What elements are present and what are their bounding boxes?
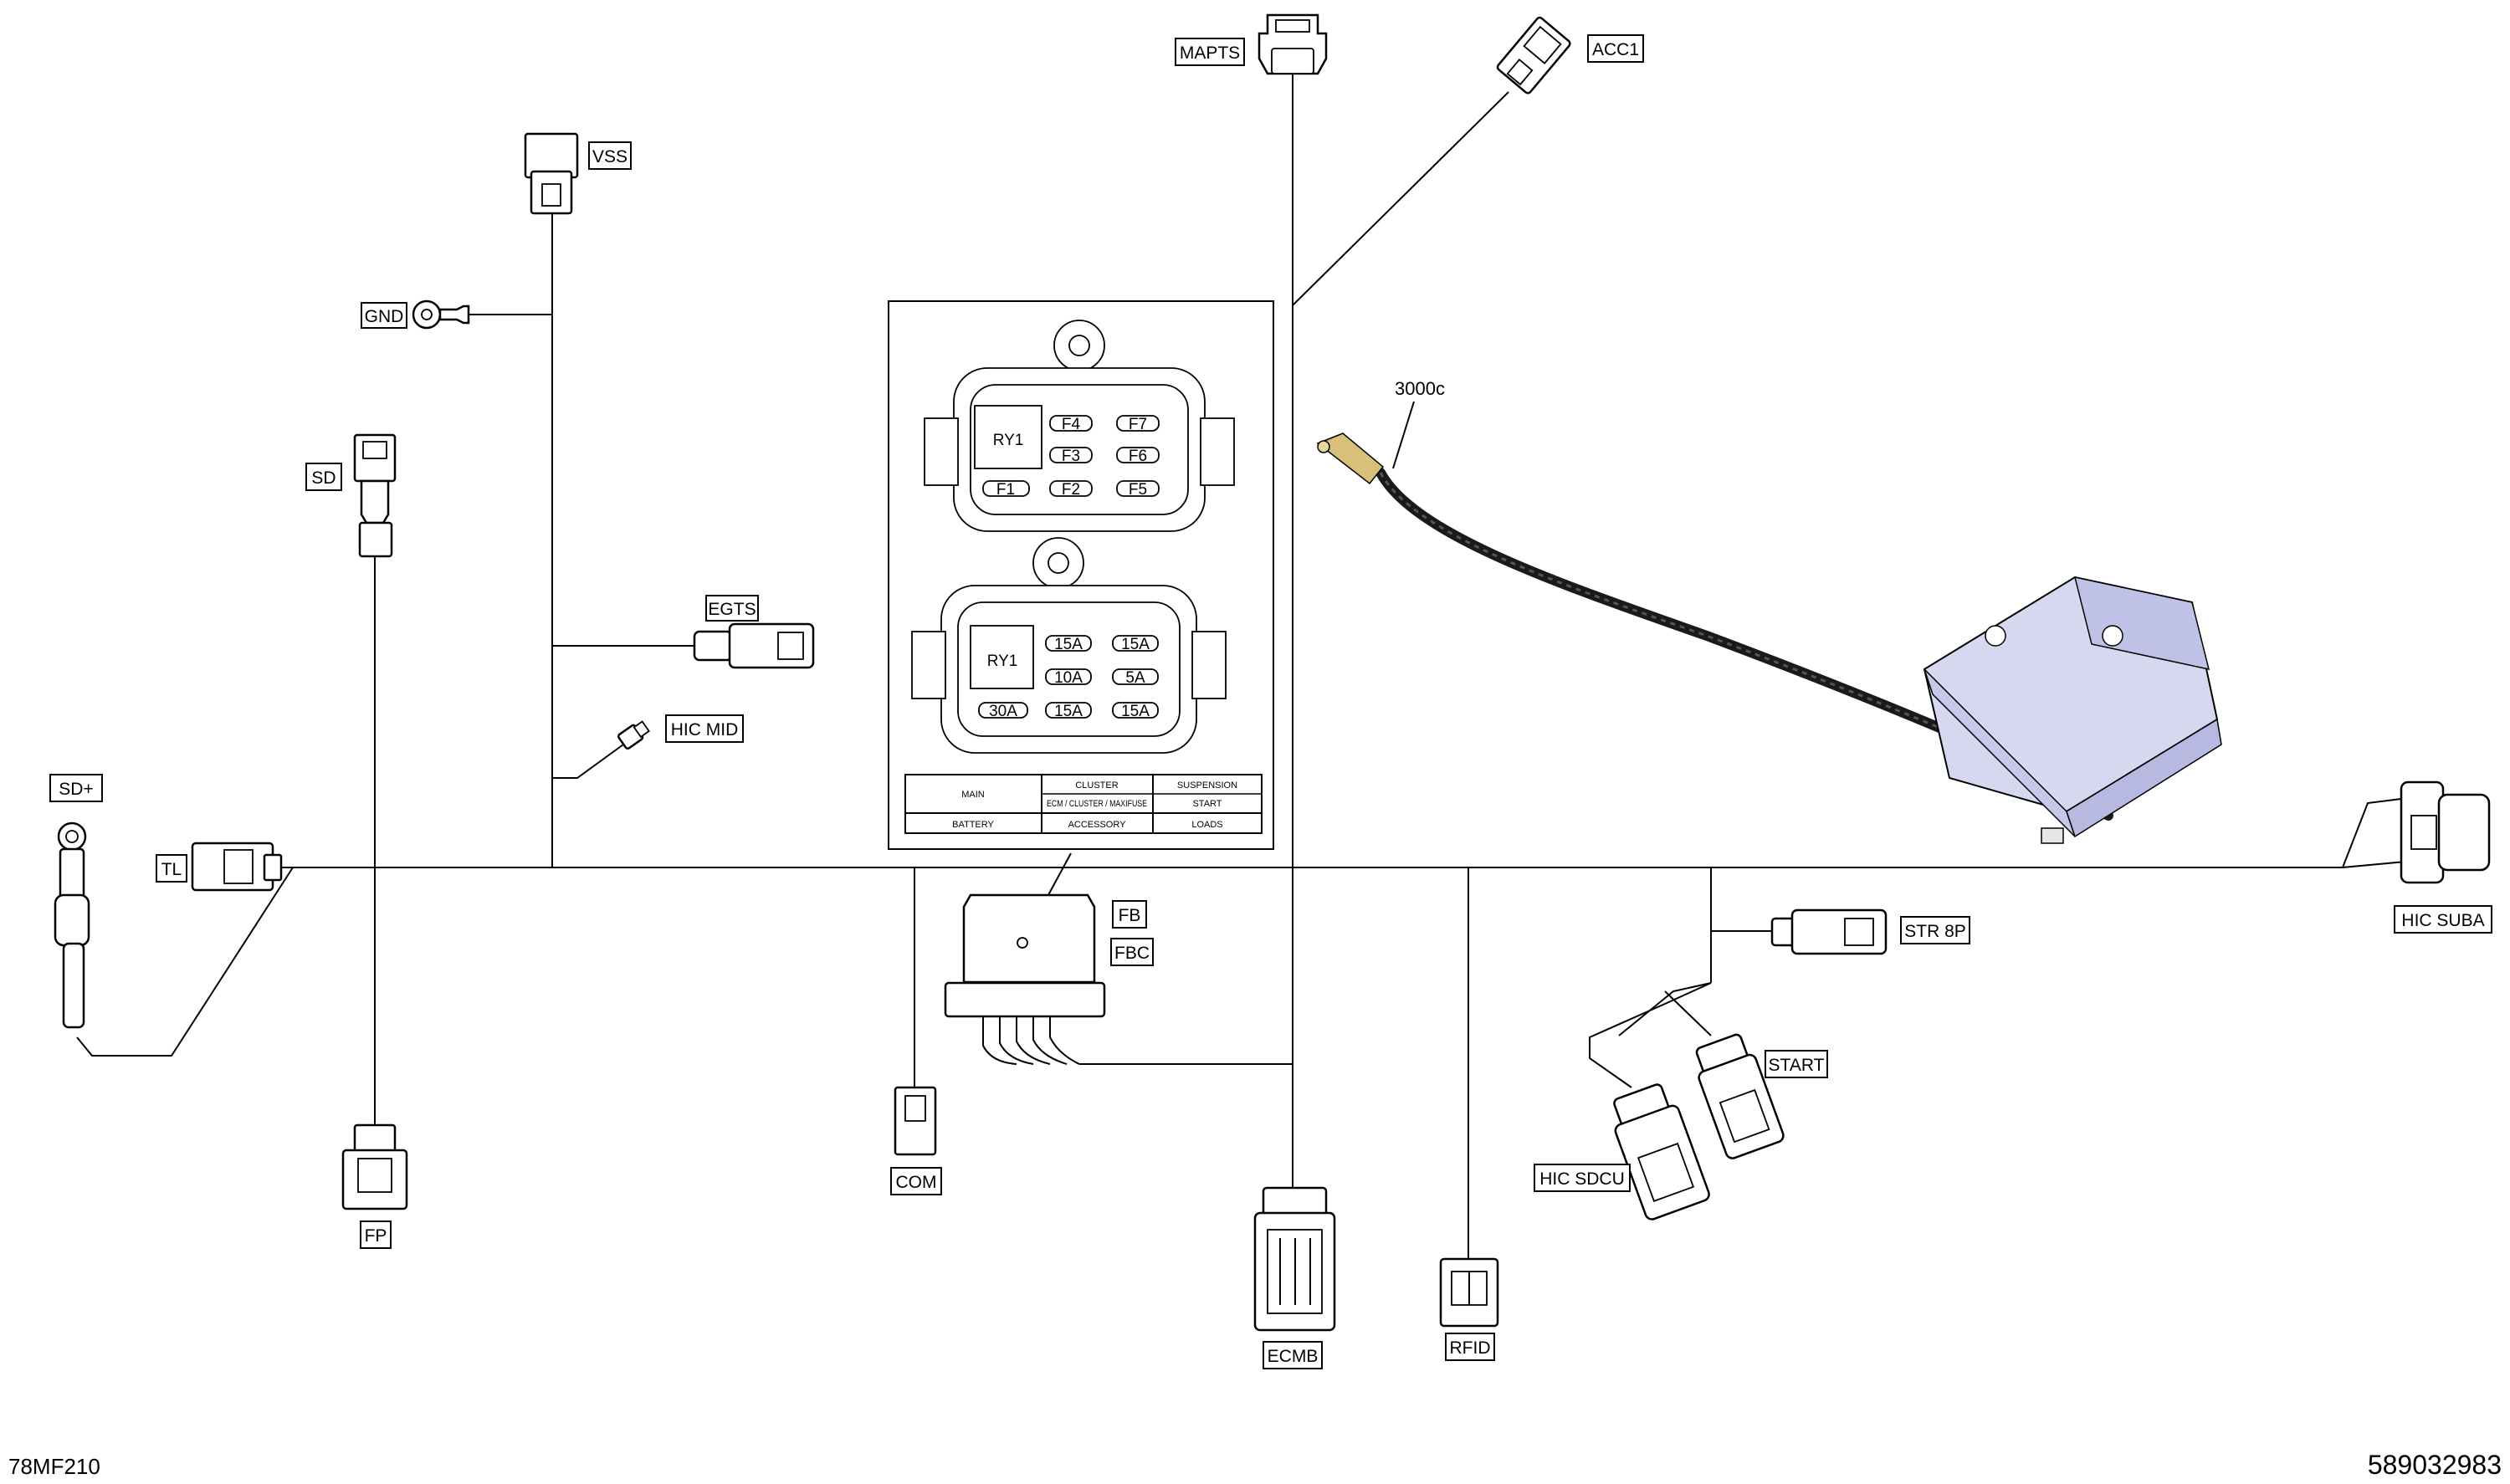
rfid-label: RFID [1450,1338,1491,1358]
start-connector [1695,1033,1785,1159]
fbc-label: FBC [1114,944,1150,963]
acc1-connector [1496,16,1571,95]
fuse-label: F7 [1129,416,1147,433]
ecm-module-assembly [1316,432,2222,844]
str-8p-connector [1770,908,1888,955]
egts-label: EGTS [708,600,756,619]
fuse-panel: RY1 F4 F7 F3 F6 F1 F2 F5 RY1 [888,300,1274,850]
fuse-box-lower: RY1 15A 15A 10A 5A 30A 15A 15A [911,537,1227,754]
fuse-rating: 5A [1125,669,1145,687]
legend-suspension: SUSPENSION [1177,780,1237,791]
hic-mid-connector [617,720,650,750]
legend-battery: BATTERY [952,820,994,830]
fuse-rating: 15A [1054,636,1083,653]
sd-plus-ring-terminal [54,821,90,1029]
legend-start: START [1192,799,1222,809]
egts-connector [693,622,815,669]
ecmb-connector [1253,1186,1336,1332]
mapts-label: MAPTS [1180,43,1240,63]
tl-connector [191,842,283,892]
sd-connector [353,433,397,558]
legend-ecm-cluster: ECM / CLUSTER / MAXIFUSE [1047,799,1147,809]
sd-label: SD [311,468,336,488]
fp-label: FP [365,1226,387,1246]
fuse-label: F1 [996,481,1015,499]
vss-connector [524,132,579,215]
fuse-label: F3 [1062,448,1080,465]
fp-connector [341,1123,408,1210]
mapts-connector [1258,13,1328,88]
fuse-label: F2 [1062,481,1080,499]
fb-label: FB [1119,906,1141,925]
legend-main: MAIN [961,790,985,800]
fuse-label: F4 [1062,416,1081,433]
ecmb-label: ECMB [1268,1347,1319,1366]
fuse-label: F6 [1129,448,1147,465]
legend-cluster: CLUSTER [1075,780,1118,791]
vss-label: VSS [592,147,628,166]
fuse-rating: 15A [1121,703,1150,720]
legend-loads: LOADS [1191,820,1222,830]
gnd-ring-terminal [412,299,470,330]
com-connector [894,1086,937,1156]
drawing-code: 78MF210 [8,1454,100,1479]
sd-plus-label: SD+ [59,780,93,799]
cable-3000c-note: 3000c [1395,378,1445,399]
fuse-rating: 10A [1054,669,1083,687]
str-8p-label: STR 8P [1904,922,1966,941]
lower-relay-label: RY1 [987,652,1018,670]
hic-mid-label: HIC MID [671,720,739,739]
fuse-block-connector [944,893,1106,1065]
fuse-rating: 30A [989,703,1017,720]
hic-suba-connector [2400,780,2491,884]
fuse-rating: 15A [1121,636,1150,653]
rfid-connector [1439,1257,1499,1328]
com-label: COM [896,1173,937,1192]
tl-label: TL [161,860,182,879]
start-label: START [1769,1056,1825,1075]
gnd-label: GND [365,307,404,326]
hic-suba-label: HIC SUBA [2401,911,2484,930]
fuse-legend-table: MAIN CLUSTER SUSPENSION ECM / CLUSTER / … [904,774,1263,834]
part-number: 589032983 [2368,1450,2502,1480]
hic-sdcu-label: HIC SDCU [1539,1169,1625,1189]
fuse-label: F5 [1129,481,1147,499]
legend-accessory: ACCESSORY [1068,820,1127,830]
fuse-rating: 15A [1054,703,1083,720]
hic-sdcu-connector [1613,1083,1710,1220]
fuse-box-upper: RY1 F4 F7 F3 F6 F1 F2 F5 [924,320,1235,532]
upper-relay-label: RY1 [993,432,1024,449]
acc1-label: ACC1 [1592,40,1639,59]
